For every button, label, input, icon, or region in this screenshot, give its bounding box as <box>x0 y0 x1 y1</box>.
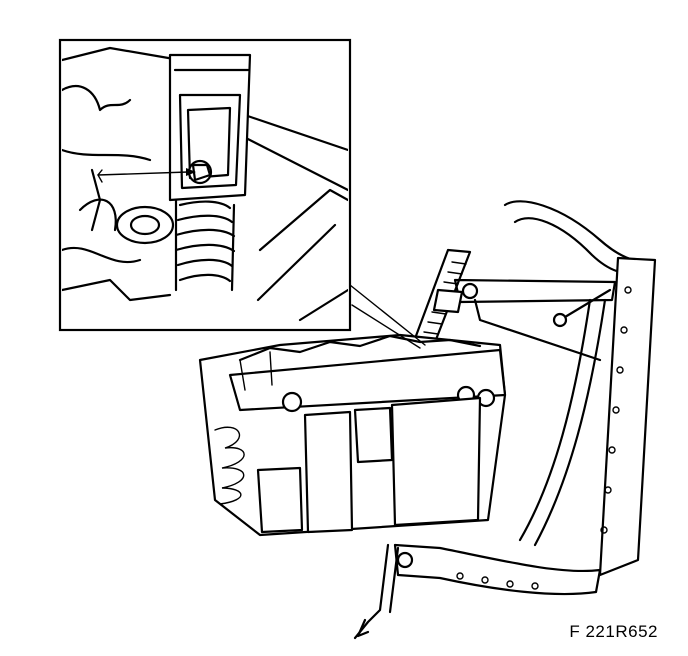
leader-lines <box>349 284 426 349</box>
lifting-frame <box>353 200 657 640</box>
cylinder-head <box>198 333 507 537</box>
detail-inset <box>58 38 352 332</box>
threaded-rod <box>408 248 472 357</box>
figure-reference-code: F 221R652 <box>569 622 658 641</box>
